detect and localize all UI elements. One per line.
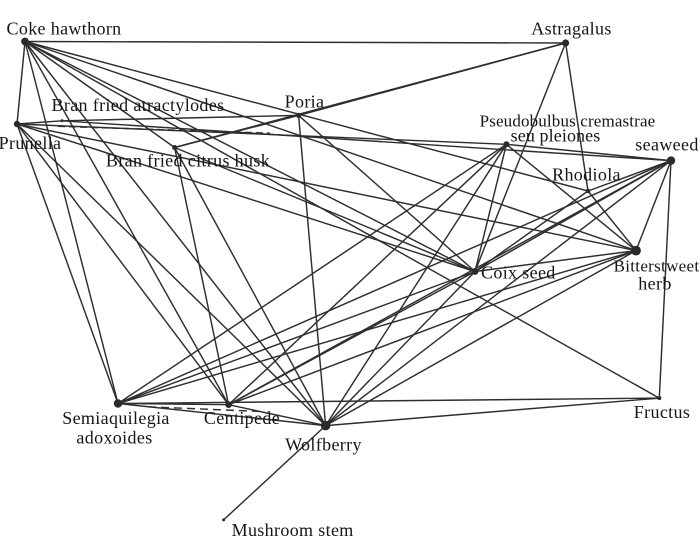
svg-text:Mushroom stem: Mushroom stem [232, 520, 354, 540]
svg-text:Rhodiola: Rhodiola [552, 165, 621, 185]
svg-text:Centipede: Centipede [204, 408, 280, 428]
svg-text:Poria: Poria [285, 92, 325, 112]
svg-text:herb: herb [638, 274, 671, 294]
svg-text:Coix seed: Coix seed [481, 263, 556, 283]
svg-text:Semiaquilegia: Semiaquilegia [62, 408, 170, 428]
svg-text:Wolfberry: Wolfberry [285, 435, 362, 455]
svg-text:Coke hawthorn: Coke hawthorn [6, 19, 121, 39]
svg-text:seaweed: seaweed [635, 135, 698, 155]
svg-text:Astragalus: Astragalus [531, 19, 611, 39]
svg-text:Pseudobulbus cremastrae: Pseudobulbus cremastrae [480, 112, 656, 131]
svg-text:seu pleiones: seu pleiones [511, 126, 601, 146]
svg-text:Bitterstweet: Bitterstweet [614, 257, 700, 276]
svg-text:Prunella: Prunella [0, 133, 61, 153]
svg-text:adoxoides: adoxoides [76, 428, 152, 448]
svg-text:Bran fried citrus husk: Bran fried citrus husk [106, 151, 270, 171]
svg-text:Fructus: Fructus [634, 402, 690, 422]
svg-text:Bran fried atractylodes: Bran fried atractylodes [52, 95, 225, 115]
